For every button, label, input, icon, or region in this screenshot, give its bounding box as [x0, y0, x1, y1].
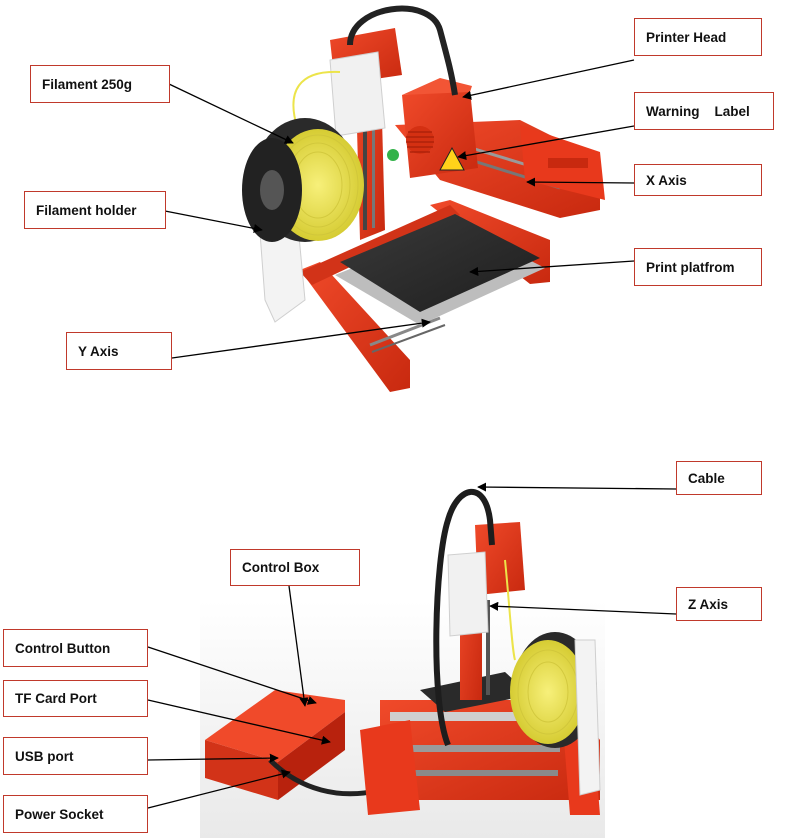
label-x-axis: X Axis: [634, 164, 762, 196]
label-tf-card-port: TF Card Port: [3, 680, 148, 717]
label-z-axis: Z Axis: [676, 587, 762, 621]
label-filament: Filament 250g: [30, 65, 170, 103]
bottom-spool-filament: [510, 640, 586, 744]
bottom-printer: [200, 488, 605, 838]
filament-thread: [292, 70, 341, 131]
label-control-box: Control Box: [230, 549, 360, 586]
label-power-socket: Power Socket: [3, 795, 148, 833]
bottom-rail: [390, 712, 565, 721]
bottom-head-block: [475, 522, 525, 595]
z-plate: [329, 51, 386, 137]
leader-lines: [147, 59, 677, 809]
y-rod: [371, 324, 446, 353]
bottom-filament-thread: [504, 559, 516, 661]
label-printer-head: Printer Head: [634, 18, 762, 56]
label-y-axis: Y Axis: [66, 332, 172, 370]
fan-grille: [406, 126, 434, 154]
z-rod: [363, 110, 367, 230]
label-usb-port: USB port: [3, 737, 148, 775]
print-bed: [340, 214, 540, 312]
z-knob: [387, 149, 399, 161]
top-printer: [242, 5, 605, 392]
bottom-rail: [395, 745, 560, 752]
bottom-holder-plate: [574, 639, 601, 796]
bottom-left-foot: [360, 720, 420, 815]
base-left-rail: [300, 262, 410, 392]
bottom-rail: [398, 770, 558, 776]
bottom-z-plate: [447, 551, 489, 637]
label-warning: Warning Label: [634, 92, 774, 130]
bottom-z-rod: [486, 600, 490, 695]
bottom-cable: [433, 488, 495, 747]
label-control-button: Control Button: [3, 629, 148, 667]
top-cable: [347, 5, 458, 96]
label-filament-holder: Filament holder: [24, 191, 166, 229]
label-cable: Cable: [676, 461, 762, 495]
spool-hub: [260, 170, 284, 210]
x-end-buttons: [548, 158, 588, 168]
control-box-front: [205, 740, 278, 800]
base-front: [300, 205, 460, 285]
label-print-platform: Print platfrom: [634, 248, 762, 286]
control-box-top: [205, 690, 345, 762]
z-rod: [372, 110, 375, 228]
